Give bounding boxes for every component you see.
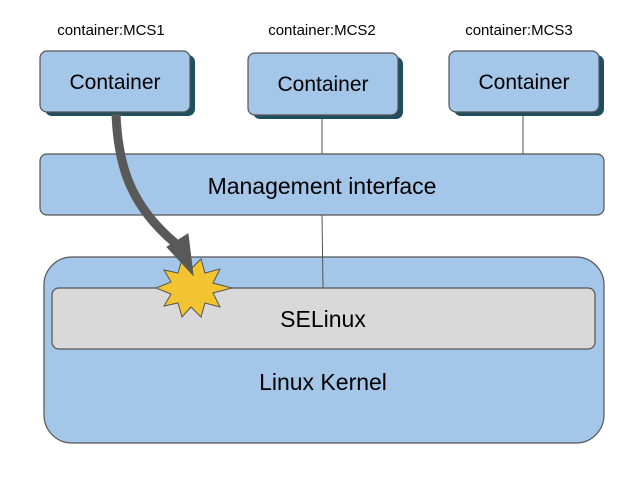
- attack-arrow-shaft: [111, 113, 178, 247]
- connector-management-to-selinux: [321, 214, 324, 289]
- container-1-box: [39, 50, 191, 113]
- container-3-label: Container: [478, 71, 569, 94]
- container-3-box: [448, 50, 600, 113]
- linux-kernel-label: Linux Kernel: [259, 369, 387, 395]
- container-3-tag: container:MCS3: [465, 22, 573, 39]
- management-interface-box: [39, 153, 605, 216]
- selinux-label: SELinux: [280, 306, 366, 332]
- management-interface-label: Management interface: [208, 173, 437, 199]
- violation-burst-icon: [154, 257, 234, 319]
- container-1-label: Container: [69, 71, 160, 94]
- container-2-box: [247, 52, 399, 116]
- container-2-label: Container: [277, 73, 368, 96]
- attack-arrow-head: [166, 233, 194, 277]
- container-1-tag: container:MCS1: [57, 22, 165, 39]
- linux-kernel-box: [43, 256, 605, 444]
- container-2-tag: container:MCS2: [268, 22, 376, 39]
